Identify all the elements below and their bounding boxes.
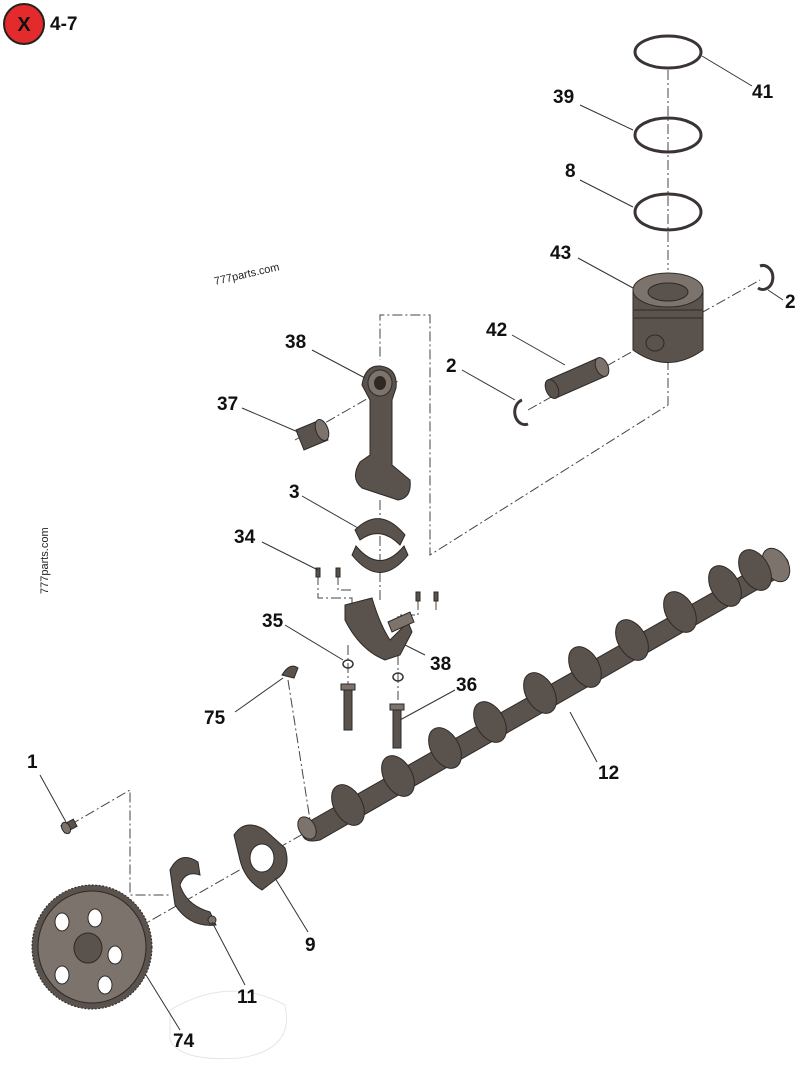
assembly-lines <box>69 70 761 956</box>
cam-lobes <box>331 549 772 826</box>
washer-36 <box>392 672 404 682</box>
piston-rings <box>633 34 703 232</box>
diagram-code: 4-7 <box>50 14 77 35</box>
callout-11: 11 <box>237 987 258 1008</box>
close-badge-icon[interactable] <box>3 3 45 45</box>
connecting-rod <box>355 365 411 501</box>
bushing <box>295 418 330 451</box>
cam-gear <box>31 884 153 1010</box>
callout-2-right: 2 <box>785 292 796 313</box>
callout-39: 39 <box>553 87 574 108</box>
circlip-left <box>513 398 529 427</box>
piston-ring-8 <box>633 192 703 232</box>
bearing-half <box>169 857 217 926</box>
leader-lines <box>39 55 784 1031</box>
callout-38-top: 38 <box>285 332 306 353</box>
callout-34: 34 <box>234 527 256 548</box>
callout-37: 37 <box>217 394 238 415</box>
bolt-1 <box>60 818 78 835</box>
callout-9: 9 <box>305 935 316 956</box>
piston-ring-41 <box>633 34 703 70</box>
bearing-shells <box>351 518 409 573</box>
rod-cap <box>344 597 415 661</box>
watermark: 777parts.com <box>39 527 51 594</box>
callout-74: 74 <box>173 1031 195 1052</box>
callout-8: 8 <box>565 161 576 182</box>
small-bolts <box>315 567 439 602</box>
camshaft <box>297 547 791 842</box>
watermark: 777parts.com <box>213 261 281 288</box>
long-bolts <box>340 683 405 749</box>
callouts: 41 39 8 43 2 42 2 38 37 3 34 35 38 36 75… <box>27 82 796 1052</box>
faint-outline <box>169 990 287 1060</box>
callout-2-left: 2 <box>446 356 457 377</box>
callout-35: 35 <box>262 611 284 632</box>
callout-42: 42 <box>486 320 507 341</box>
callout-1: 1 <box>27 752 38 773</box>
callout-36: 36 <box>456 675 477 696</box>
circlip-right <box>757 264 775 291</box>
piston <box>632 272 704 363</box>
badge-symbol: X <box>17 14 31 36</box>
callout-12: 12 <box>598 763 619 784</box>
callout-43: 43 <box>550 243 571 264</box>
key <box>281 665 299 679</box>
washer-35 <box>342 659 354 669</box>
callout-3: 3 <box>289 482 300 503</box>
callout-41: 41 <box>752 82 774 103</box>
piston-ring-39 <box>633 116 703 154</box>
thrust-plate <box>233 824 288 891</box>
piston-pin <box>544 357 610 399</box>
callout-75: 75 <box>204 708 226 729</box>
header: X 4-7 <box>3 3 77 45</box>
callout-38-bottom: 38 <box>430 654 451 675</box>
